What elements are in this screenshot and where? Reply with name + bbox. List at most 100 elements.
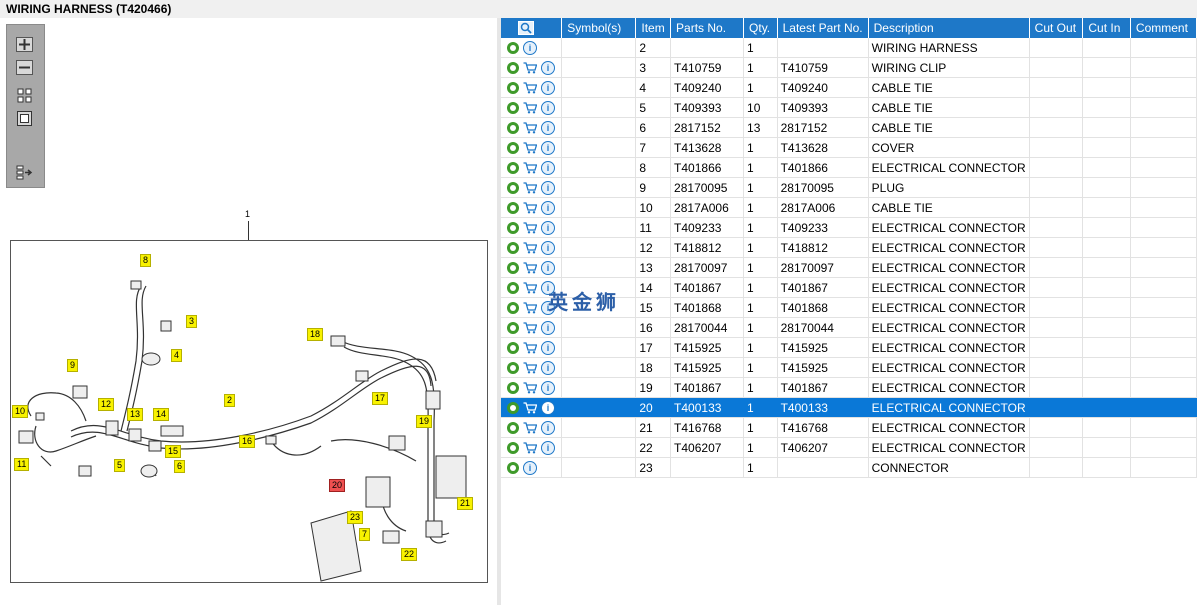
- info-icon[interactable]: i: [541, 240, 555, 255]
- header-symbols[interactable]: Symbol(s): [561, 18, 637, 38]
- gear-icon[interactable]: [507, 61, 519, 74]
- info-icon[interactable]: i: [523, 40, 537, 55]
- cart-icon[interactable]: [523, 442, 538, 454]
- info-icon[interactable]: i: [523, 460, 537, 475]
- gear-icon[interactable]: [507, 101, 519, 114]
- gear-icon[interactable]: [507, 121, 519, 134]
- cart-icon[interactable]: [523, 62, 538, 74]
- cart-icon[interactable]: [523, 242, 538, 254]
- search-icon[interactable]: [518, 21, 534, 36]
- gear-icon[interactable]: [507, 461, 519, 474]
- info-icon[interactable]: i: [541, 80, 555, 95]
- gear-icon[interactable]: [507, 181, 519, 194]
- gear-icon[interactable]: [507, 81, 519, 94]
- callout-13[interactable]: 13: [127, 408, 144, 421]
- fit-page-icon[interactable]: [16, 111, 33, 126]
- cart-icon[interactable]: [523, 262, 538, 274]
- callout-22[interactable]: 22: [401, 548, 418, 561]
- gear-icon[interactable]: [507, 341, 519, 354]
- callout-12[interactable]: 12: [98, 398, 115, 411]
- callout-10[interactable]: 10: [12, 405, 29, 418]
- info-icon[interactable]: i: [541, 60, 555, 75]
- cart-icon[interactable]: [523, 382, 538, 394]
- gear-icon[interactable]: [507, 401, 519, 414]
- info-icon[interactable]: i: [541, 420, 555, 435]
- gear-icon[interactable]: [507, 421, 519, 434]
- header-latest-part-no[interactable]: Latest Part No.: [777, 18, 869, 38]
- info-icon[interactable]: i: [541, 140, 555, 155]
- info-icon[interactable]: i: [541, 220, 555, 235]
- header-description[interactable]: Description: [868, 18, 1030, 38]
- callout-17[interactable]: 17: [372, 392, 389, 405]
- info-icon[interactable]: i: [541, 380, 555, 395]
- zoom-in-icon[interactable]: [16, 37, 33, 52]
- callout-21[interactable]: 21: [457, 497, 474, 510]
- info-icon[interactable]: i: [541, 440, 555, 455]
- gear-icon[interactable]: [507, 301, 519, 314]
- info-icon[interactable]: i: [541, 340, 555, 355]
- cart-icon[interactable]: [523, 422, 538, 434]
- header-parts-no[interactable]: Parts No.: [670, 18, 745, 38]
- cart-icon[interactable]: [523, 362, 538, 374]
- gear-icon[interactable]: [507, 361, 519, 374]
- callout-11[interactable]: 11: [14, 458, 30, 471]
- callout-5[interactable]: 5: [114, 459, 126, 472]
- gear-icon[interactable]: [507, 381, 519, 394]
- gear-icon[interactable]: [507, 441, 519, 454]
- info-icon[interactable]: i: [541, 100, 555, 115]
- gear-icon[interactable]: [507, 261, 519, 274]
- cart-icon[interactable]: [523, 142, 538, 154]
- callout-9[interactable]: 9: [67, 359, 79, 372]
- gear-icon[interactable]: [507, 161, 519, 174]
- gear-icon[interactable]: [507, 41, 519, 54]
- callout-3[interactable]: 3: [186, 315, 198, 328]
- cart-icon[interactable]: [523, 402, 538, 414]
- cart-icon[interactable]: [523, 102, 538, 114]
- info-icon[interactable]: i: [541, 400, 555, 415]
- callout-16[interactable]: 16: [239, 435, 256, 448]
- cart-icon[interactable]: [523, 342, 538, 354]
- info-icon[interactable]: i: [541, 300, 555, 315]
- callout-4[interactable]: 4: [171, 349, 183, 362]
- callout-15[interactable]: 15: [165, 445, 182, 458]
- cart-icon[interactable]: [523, 122, 538, 134]
- gear-icon[interactable]: [507, 241, 519, 254]
- cart-icon[interactable]: [523, 182, 538, 194]
- panel-splitter[interactable]: [497, 18, 501, 605]
- header-qty[interactable]: Qty.: [743, 18, 778, 38]
- cart-icon[interactable]: [523, 82, 538, 94]
- callout-18[interactable]: 18: [307, 328, 324, 341]
- cart-icon[interactable]: [523, 162, 538, 174]
- callout-14[interactable]: 14: [153, 408, 170, 421]
- wiring-harness-diagram[interactable]: 8 3 4 18 9 17 2 10 12 13 14 19 16 11 5 6…: [10, 240, 488, 583]
- info-icon[interactable]: i: [541, 360, 555, 375]
- gear-icon[interactable]: [507, 201, 519, 214]
- cart-icon[interactable]: [523, 202, 538, 214]
- diagram-panel[interactable]: 1: [0, 18, 497, 605]
- list-toggle-icon[interactable]: [16, 165, 33, 180]
- cart-icon[interactable]: [523, 302, 538, 314]
- search-column-header[interactable]: [501, 18, 563, 38]
- zoom-out-icon[interactable]: [16, 60, 33, 75]
